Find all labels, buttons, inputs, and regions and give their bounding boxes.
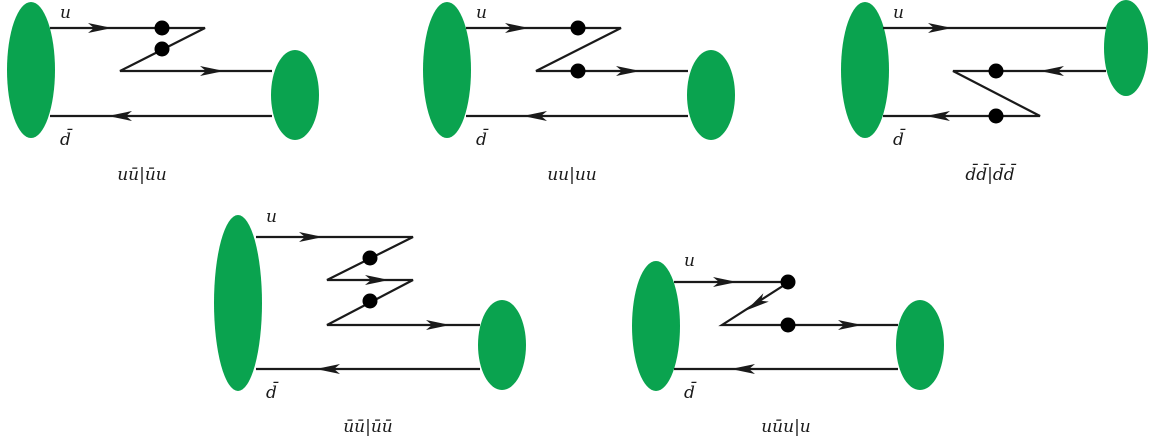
meson-blob-right: [271, 50, 319, 140]
bottom-quark-label: d̄: [60, 127, 73, 150]
current-insertion-icon: [570, 63, 586, 79]
diagram-3: u d̄ d̄d̄|d̄d̄: [841, 0, 1148, 185]
meson-blob-left: [423, 2, 471, 138]
meson-blob-left: [7, 2, 55, 138]
current-insertion-icon: [154, 20, 170, 36]
current-insertion-icon: [154, 41, 170, 57]
quark-line-top: [466, 26, 688, 73]
meson-blob-left: [632, 261, 680, 391]
diagram-5: u d̄ uūu|u: [632, 251, 944, 437]
top-quark-label: u: [476, 3, 487, 23]
diagram-caption: uū|ūu: [117, 165, 167, 185]
meson-blob-right: [1104, 0, 1148, 96]
diagram-caption: ūū|ūū: [343, 417, 393, 437]
diagram-caption: uu|uu: [547, 165, 597, 185]
diagram-caption: uūu|u: [761, 417, 811, 437]
bottom-quark-label: d̄: [266, 380, 279, 403]
current-insertion-icon: [362, 250, 378, 266]
meson-blob-left: [214, 215, 262, 391]
antiquark-line-bottom: [883, 69, 1106, 118]
meson-blob-right: [478, 300, 526, 390]
current-insertion-icon: [988, 108, 1004, 124]
quark-line-top: [256, 235, 480, 327]
diagram-1: u d̄ uū|ūu: [7, 2, 319, 185]
current-insertion-icon: [362, 293, 378, 309]
current-insertion-icon: [780, 274, 796, 290]
top-quark-label: u: [893, 3, 904, 23]
diagram-4: u d̄ ūū|ūū: [214, 207, 526, 437]
top-quark-label: u: [684, 251, 695, 271]
meson-blob-right: [687, 50, 735, 140]
top-quark-label: u: [60, 3, 71, 23]
current-insertion-icon: [780, 317, 796, 333]
bottom-quark-label: d̄: [893, 127, 906, 150]
diagram-2: u d̄ uu|uu: [423, 2, 735, 185]
current-insertion-icon: [988, 63, 1004, 79]
bottom-quark-label: d̄: [476, 127, 489, 150]
meson-blob-right: [896, 300, 944, 390]
current-insertion-icon: [570, 20, 586, 36]
diagram-caption: d̄d̄|d̄d̄: [965, 162, 1016, 185]
top-quark-label: u: [266, 207, 277, 227]
meson-blob-left: [841, 2, 889, 138]
bottom-quark-label: d̄: [684, 380, 697, 403]
